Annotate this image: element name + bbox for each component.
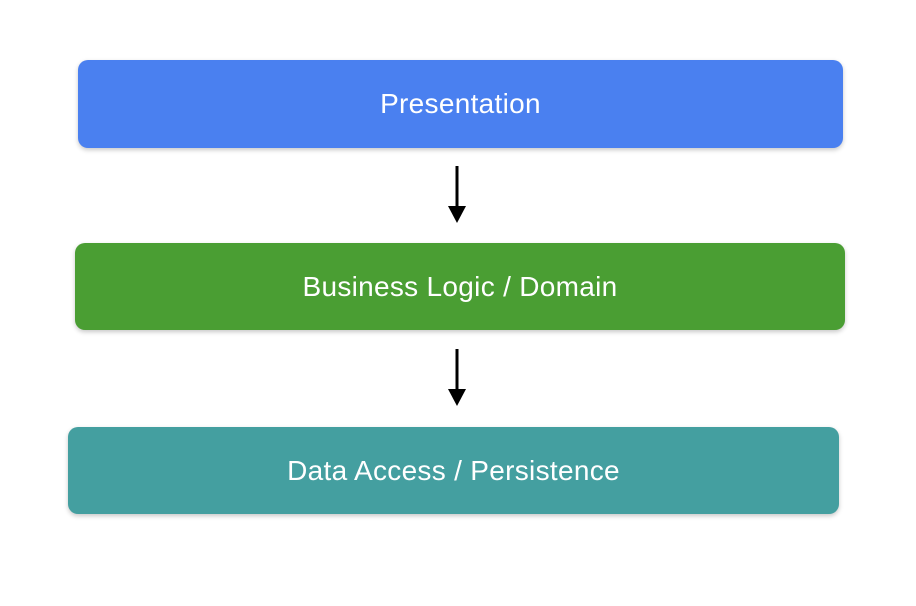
arrow-down-icon [448, 349, 466, 406]
layer-label-business-logic: Business Logic / Domain [302, 270, 618, 302]
layer-box-business-logic: Business Logic / Domain [75, 243, 845, 330]
layer-label-data-access: Data Access / Persistence [287, 454, 620, 486]
layer-box-data-access: Data Access / Persistence [68, 427, 839, 514]
layer-box-presentation: Presentation [78, 60, 843, 148]
arrow-down-icon [448, 166, 466, 223]
layer-label-presentation: Presentation [380, 88, 541, 119]
